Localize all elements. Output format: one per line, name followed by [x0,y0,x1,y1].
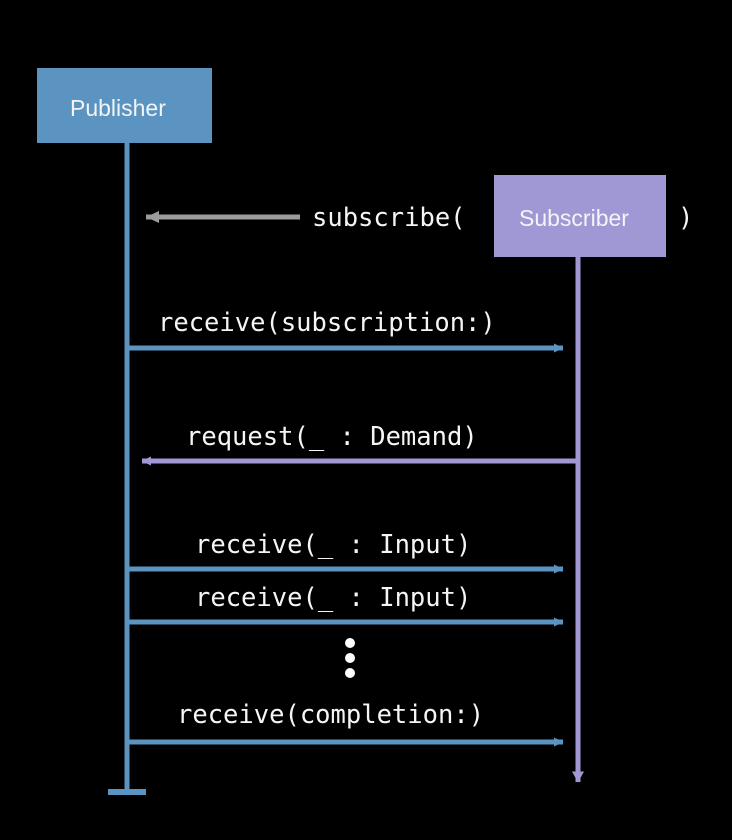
message-receive-subscription: receive(subscription:) [127,308,564,353]
message-receive-subscription-label: receive(subscription:) [158,308,496,338]
participant-box-publisher[interactable]: Publisher [37,68,212,143]
vertical-ellipsis-icon [345,638,355,678]
participant-label-publisher: Publisher [70,95,166,121]
message-subscribe-label-suffix: ) [678,203,693,233]
message-receive-input-2: receive(_ : Input) [127,583,564,627]
message-request-demand-label: request(_ : Demand) [186,422,478,452]
message-request-demand: request(_ : Demand) [141,422,578,466]
message-receive-input-1: receive(_ : Input) [127,530,564,574]
message-receive-input-1-label: receive(_ : Input) [195,530,471,560]
lifeline-publisher [108,142,146,795]
message-subscribe: subscribe( ) [146,203,693,233]
participant-box-subscriber[interactable]: Subscriber [494,175,666,257]
message-receive-completion-label: receive(completion:) [177,700,484,730]
message-subscribe-label-prefix: subscribe( [312,203,466,233]
message-receive-input-2-label: receive(_ : Input) [195,583,471,613]
message-receive-completion: receive(completion:) [127,700,564,747]
participant-label-subscriber: Subscriber [519,205,629,231]
